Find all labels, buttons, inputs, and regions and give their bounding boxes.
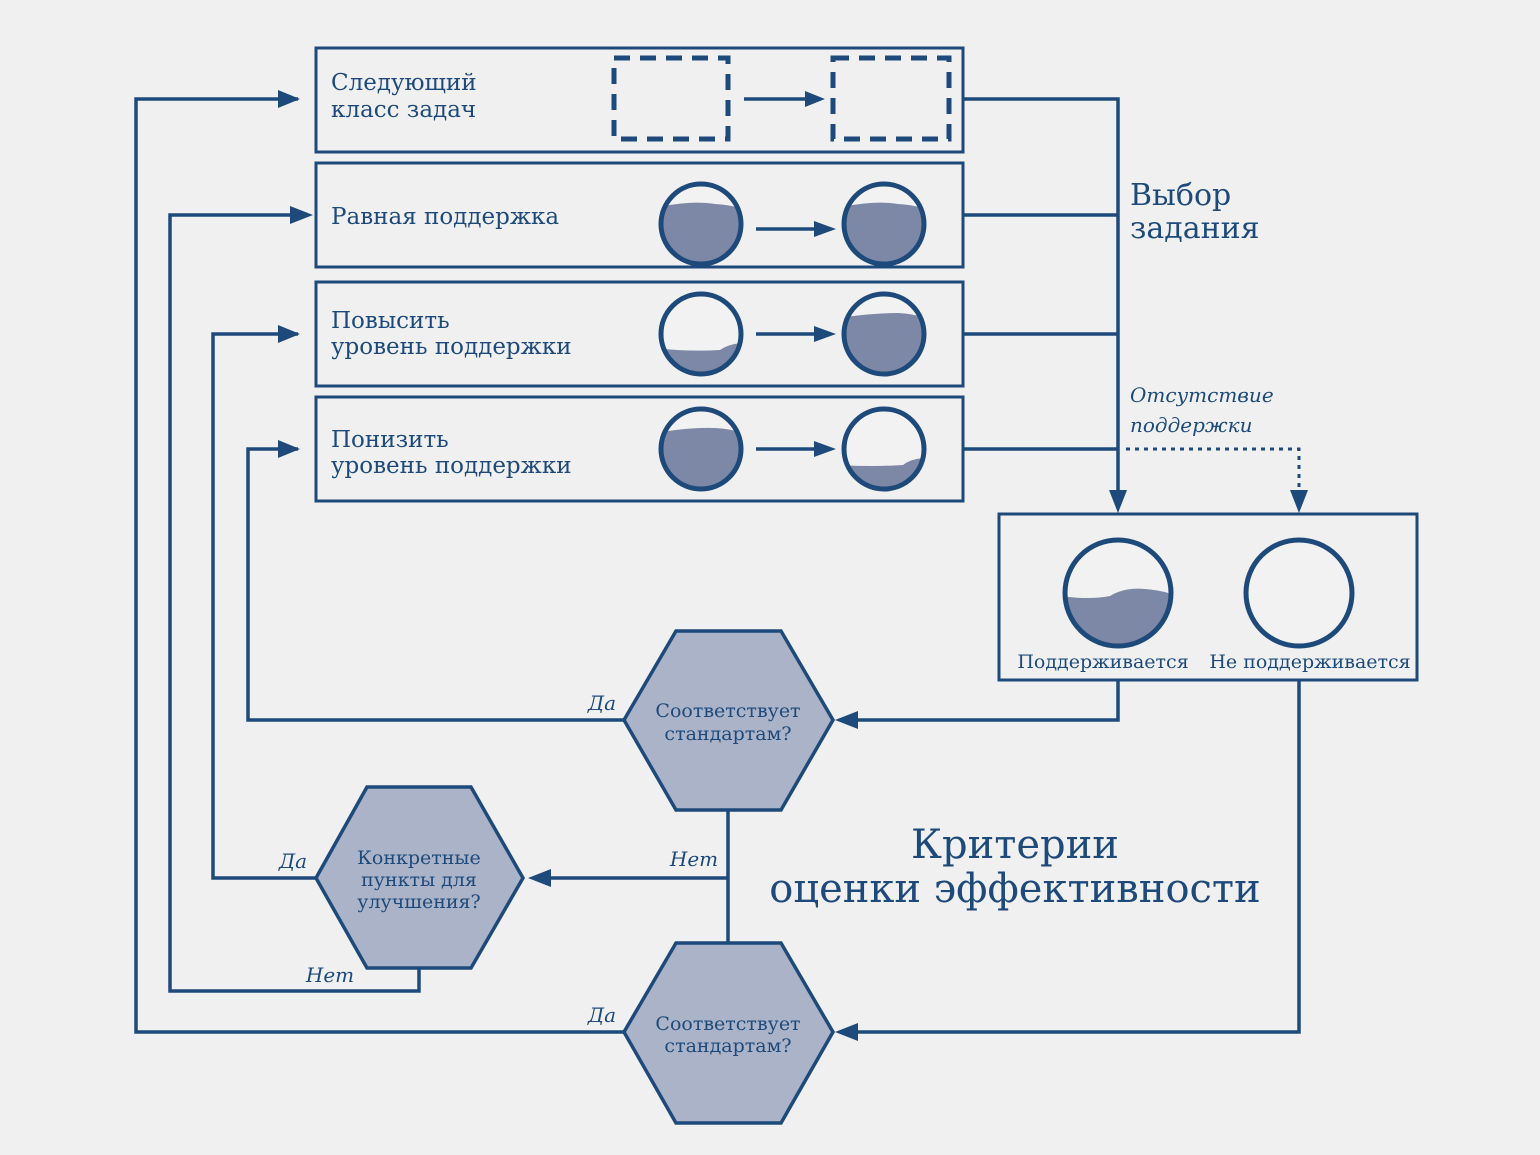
loop-next-class [134, 97, 624, 1034]
no-support-label: Отсутствие [1130, 383, 1274, 407]
arrow-icon [814, 326, 836, 342]
feedback-lines [134, 90, 624, 1034]
level-circle-icon [841, 291, 927, 377]
decision-text: пункты для [361, 869, 477, 891]
unsupported-label: Не поддерживается [1209, 651, 1410, 673]
arrow-icon [805, 91, 825, 107]
task-selection-title: Выбор [1130, 178, 1231, 213]
decision-improve: Конкретные пункты для улучшения? Да Нет [278, 785, 526, 987]
row-raise-support: Повысить уровень поддержки [314, 280, 965, 388]
decision-text: стандартам? [664, 723, 791, 745]
arrow-icon [814, 441, 836, 457]
dashed-box-icon [611, 55, 731, 142]
no-support-label: поддержки [1130, 413, 1252, 437]
row-label: Понизить [331, 427, 449, 453]
criteria-title: Критерии [911, 822, 1119, 868]
row-label: Равная поддержка [331, 204, 559, 230]
row-label: уровень поддержки [331, 453, 572, 479]
supported-label: Поддерживается [1017, 651, 1188, 673]
row-box [314, 46, 965, 154]
arrow-icon [1290, 490, 1308, 513]
yes-label: Да [587, 1003, 616, 1027]
decision-text: улучшения? [357, 891, 480, 913]
level-circle-icon [841, 181, 927, 267]
decision-top: Соответствует стандартам? Да Нет [587, 629, 836, 871]
supported-circle-icon [1062, 537, 1174, 649]
row-label: Повысить [331, 308, 450, 334]
unsupported-circle-icon [1243, 537, 1355, 649]
decision-text: Соответствует [655, 700, 800, 722]
yes-label: Да [278, 849, 307, 873]
arrow-icon [835, 711, 858, 729]
row-label: уровень поддержки [331, 334, 572, 360]
criteria-title: оценки эффективности [769, 866, 1260, 912]
decision-bottom: Соответствует стандартам? Да [587, 941, 836, 1125]
loop-lower-support [246, 447, 624, 722]
row-lower-support: Понизить уровень поддержки [314, 395, 965, 503]
arrow-icon [528, 869, 551, 887]
loop-equal-support [168, 213, 421, 993]
row-box [314, 280, 965, 388]
row-next-class: Следующий класс задач [314, 46, 965, 154]
decision-text: стандартам? [664, 1035, 791, 1057]
yes-label: Да [587, 691, 616, 715]
loop-raise-support [211, 332, 316, 880]
decision-text: Конкретные [357, 847, 481, 869]
row-label: класс задач [331, 97, 476, 123]
task-selection-title: задания [1130, 211, 1260, 246]
decision-text: Соответствует [655, 1013, 800, 1035]
arrow-icon [1109, 490, 1127, 513]
row-label: Следующий [331, 70, 477, 96]
task-selection-connector [963, 97, 1308, 513]
level-circle-icon [658, 406, 744, 492]
arrow-icon [814, 221, 836, 237]
dashed-box-icon [830, 55, 952, 142]
arrow-icon [835, 1023, 858, 1041]
no-label: Нет [305, 963, 354, 987]
level-circle-icon [658, 181, 744, 267]
support-box: Поддерживается Не поддерживается [997, 512, 1419, 682]
no-label: Нет [669, 847, 718, 871]
row-equal-support: Равная поддержка [314, 161, 965, 269]
